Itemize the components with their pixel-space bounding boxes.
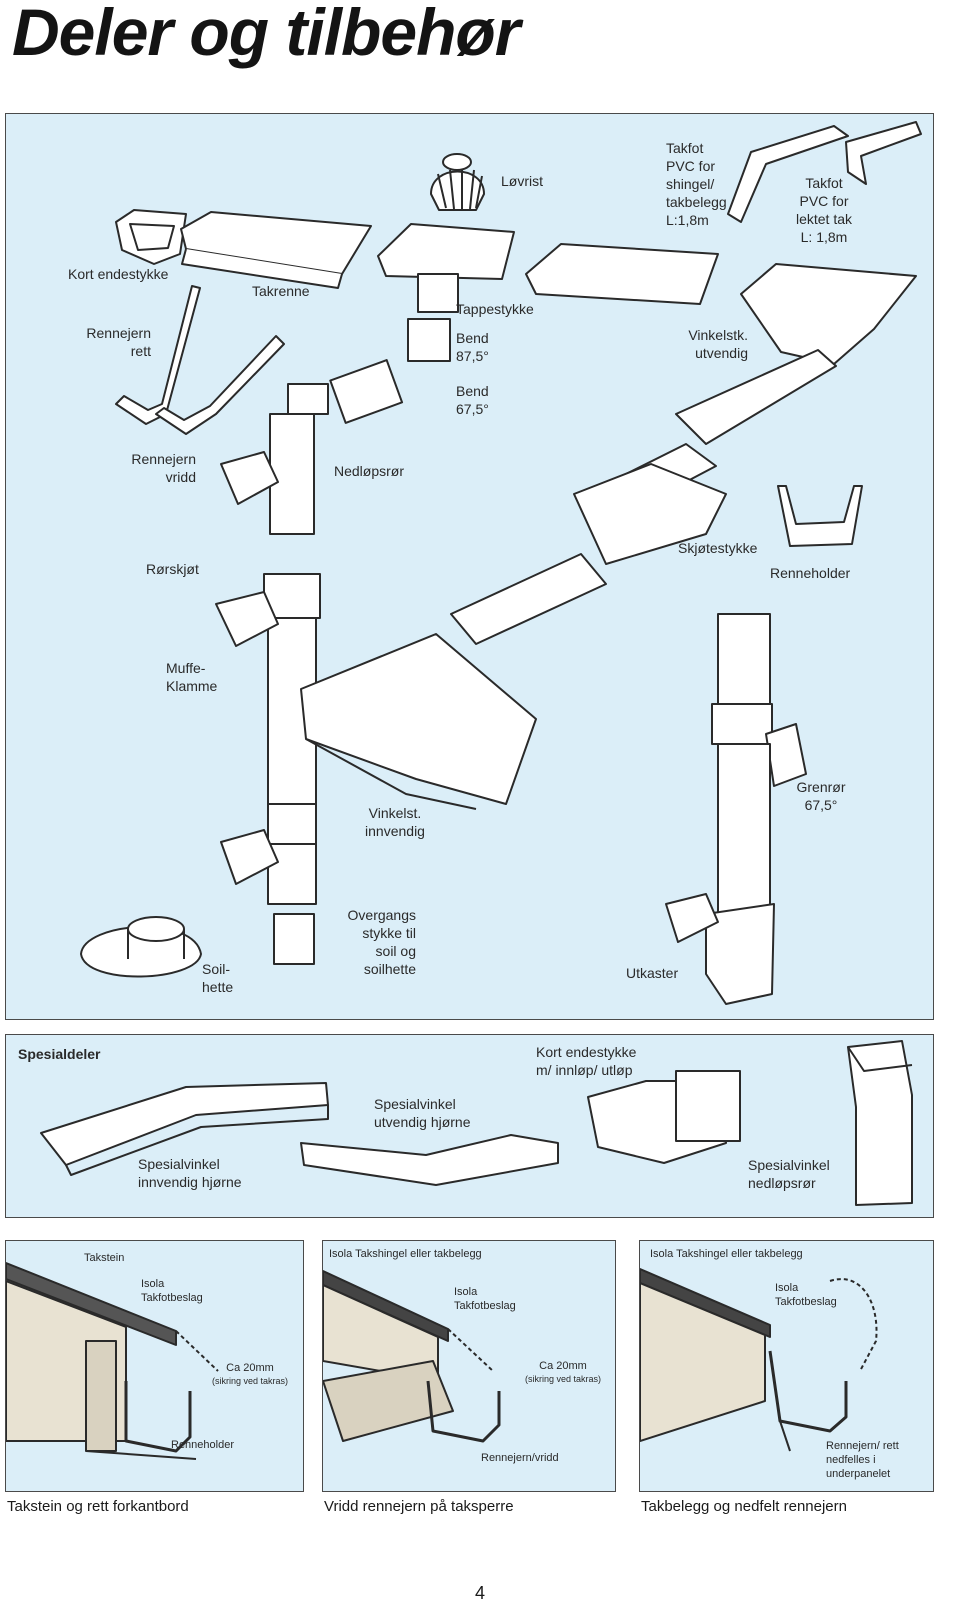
- rennejern-rett-shape: [115, 285, 201, 425]
- vinkelst-innvendig-shape: [300, 633, 537, 805]
- label-grenror: Grenrør 67,5°: [796, 779, 846, 813]
- label-kort-endestykke: Kort endestykke: [68, 266, 169, 282]
- spesialdeler-panel: Spesialdeler Kort endestykke m/ innløp/ …: [5, 1034, 934, 1218]
- gutter-detail-2: [426, 1380, 501, 1443]
- renneholder-shape: [777, 485, 863, 547]
- label-skjotestykke: Skjøtestykke: [678, 540, 758, 556]
- detail-2-top-label: Isola Takshingel eller takbelegg: [329, 1248, 482, 1260]
- label-vinkelstk-utvendig: Vinkelstk. utvendig: [688, 327, 748, 361]
- gutter-detail-3: [768, 1350, 848, 1433]
- label-nedlopsror: Nedløpsrør: [334, 463, 405, 479]
- detail-3-top-label: Isola Takshingel eller takbelegg: [650, 1248, 803, 1260]
- label-spesialvinkel-utvendig: Spesialvinkel utvendig hjørne: [374, 1096, 471, 1130]
- detail-panel-3: Isola Takshingel eller takbelegg Isola T…: [639, 1240, 934, 1492]
- detail-1-beslag-label: Isola Takfotbeslag: [141, 1278, 203, 1304]
- spesialdeler-illustration: [40, 1040, 913, 1206]
- takrenne-shape: [180, 211, 372, 289]
- grenror-shape: [711, 613, 807, 925]
- detail-panel-1: Takstein Isola Takfotbeslag Ca 20mm (sik…: [5, 1240, 304, 1492]
- label-muffe-klamme: Muffe- Klamme: [166, 660, 218, 694]
- rennejern-vridd-shape: [155, 335, 285, 435]
- label-spesialvinkel-innvendig: Spesialvinkel innvendig hjørne: [138, 1156, 242, 1190]
- label-vinkelst-innvendig: Vinkelst. innvendig: [365, 805, 425, 839]
- takfot-shingel-profile: [727, 125, 849, 223]
- label-spesialvinkel-nedlopsror: Spesialvinkel nedløpsrør: [748, 1157, 830, 1191]
- detail-2-bottom-label: Rennejern/vridd: [481, 1452, 559, 1464]
- detail-3-caption: Takbelegg og nedfelt rennejern: [641, 1498, 847, 1515]
- rorskjot-shape: [220, 451, 279, 505]
- lovrist-shape: [430, 153, 485, 211]
- label-utkaster: Utkaster: [626, 965, 679, 981]
- spesialdeler-heading: Spesialdeler: [18, 1046, 101, 1062]
- vinkelstk-utvendig-shape: [740, 263, 917, 365]
- page-title: Deler og tilbehør: [12, 0, 520, 69]
- gutter-run-diagonal: [675, 349, 837, 445]
- detail-1-illustration: [6, 1262, 219, 1460]
- label-rennejern-rett: Rennejern rett: [86, 325, 151, 359]
- bend-67-shape: [329, 359, 404, 424]
- label-tappestykke: Tappestykke: [456, 301, 534, 317]
- detail-1-bottom-label: Renneholder: [171, 1439, 234, 1451]
- label-rennejern-vridd: Rennejern vridd: [131, 451, 196, 485]
- label-lovrist: Løvrist: [501, 173, 543, 189]
- detail-1-gap-label: Ca 20mm (sikring ved takras): [211, 1362, 289, 1386]
- bend-87-shape: [407, 318, 451, 362]
- parts-illustration: [80, 121, 922, 1005]
- page-number: 4: [474, 1583, 485, 1603]
- label-takfot-shingel: Takfot PVC for shingel/ takbelegg L:1,8m: [666, 140, 727, 228]
- detail-1-top-label: Takstein: [84, 1252, 125, 1264]
- nedlopsror-top-shape: [269, 413, 315, 535]
- detail-panel-2: Isola Takshingel eller takbelegg Isola T…: [322, 1240, 616, 1492]
- takrenne-2-shape: [525, 243, 719, 305]
- utkaster-shape: [705, 903, 775, 1005]
- spesialvinkel-innvendig-shape: [40, 1082, 329, 1166]
- label-rorskjot: Rørskjøt: [146, 561, 199, 577]
- label-renneholder: Renneholder: [770, 565, 851, 581]
- detail-2-beslag-label: Isola Takfotbeslag: [454, 1286, 516, 1312]
- label-kort-endestykke-innlop: Kort endestykke m/ innløp/ utløp: [536, 1044, 637, 1078]
- detail-2-gap-label: Ca 20mm (sikring ved takras): [524, 1360, 602, 1384]
- takfot-lektet-profile: [845, 121, 922, 185]
- label-soilhette: Soil- hette: [202, 961, 234, 995]
- label-overgangsstykke: Overgangs stykke til soil og soilhette: [347, 907, 416, 977]
- label-takrenne: Takrenne: [252, 283, 310, 299]
- skjotestykke-shape: [573, 463, 727, 565]
- detail-2-illustration: [323, 1270, 501, 1443]
- spesialvinkel-utvendig-shape: [300, 1134, 559, 1186]
- spesialvinkel-nedlopsror-shape: [847, 1040, 913, 1206]
- kort-endestykke-shape: [115, 209, 187, 265]
- label-bend-67: Bend 67,5°: [456, 383, 489, 417]
- tappestykke-shape: [377, 223, 515, 313]
- detail-2-caption: Vridd rennejern på taksperre: [324, 1498, 514, 1515]
- muffe-klamme-shape: [215, 591, 279, 647]
- detail-3-bottom-label: Rennejern/ rett nedfelles i underpanelet: [826, 1440, 899, 1480]
- label-takfot-lektet: Takfot PVC for lektet tak L: 1,8m: [795, 175, 853, 245]
- gutter-detail-1: [124, 1381, 192, 1453]
- detail-3-beslag-label: Isola Takfotbeslag: [775, 1282, 837, 1308]
- detail-1-caption: Takstein og rett forkantbord: [7, 1498, 189, 1515]
- parts-diagram-panel: Løvrist Takfot PVC for shingel/ takbeleg…: [5, 113, 934, 1020]
- detail-3-illustration: [640, 1268, 878, 1452]
- label-bend-87: Bend 87,5°: [456, 330, 489, 364]
- soilhette-shape: [80, 916, 202, 978]
